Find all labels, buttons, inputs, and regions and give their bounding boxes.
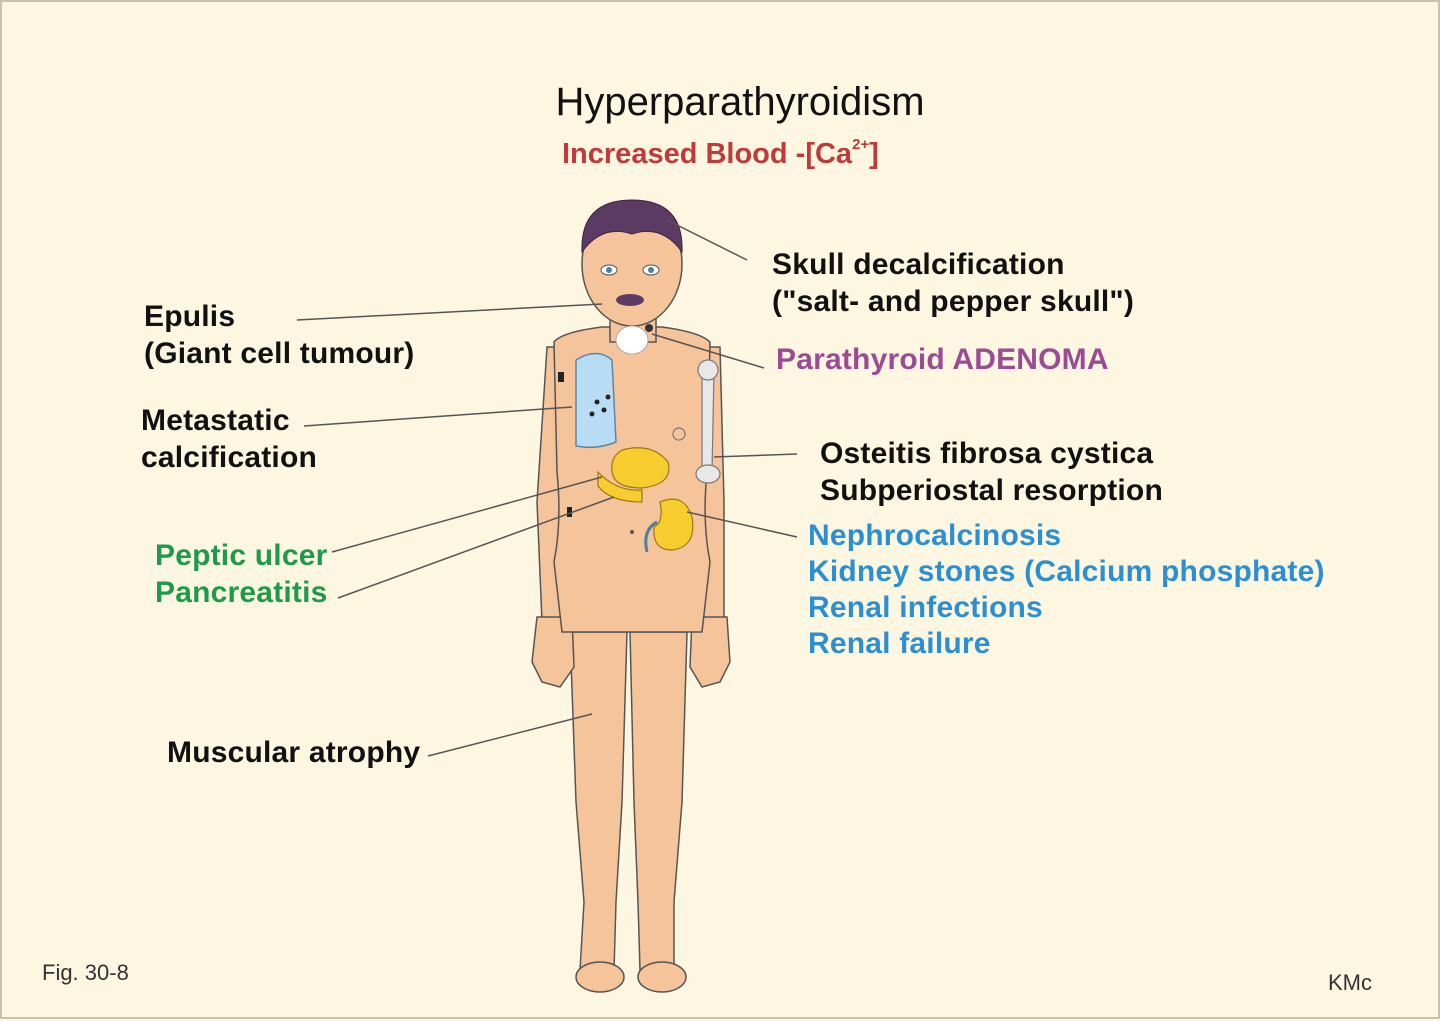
author-credit: KMc bbox=[1328, 970, 1372, 995]
mouth bbox=[616, 294, 644, 306]
hair bbox=[581, 199, 683, 254]
stomach bbox=[611, 447, 670, 489]
leader-lines bbox=[296, 219, 798, 757]
label-bone: Osteitis fibrosa cystica Subperiostal re… bbox=[820, 437, 1163, 507]
right-hand bbox=[689, 616, 731, 688]
right-leg bbox=[629, 631, 688, 971]
left-leg bbox=[569, 631, 628, 971]
label-parathyroid-adenoma: Parathyroid ADENOMA bbox=[776, 343, 1109, 376]
kidney bbox=[653, 498, 694, 551]
adenoma-dot bbox=[645, 324, 653, 332]
label-metastatic-calcification: Metastatic calcification bbox=[141, 404, 317, 474]
label-gi: Peptic ulcer Pancreatitis bbox=[155, 539, 328, 609]
humerus bbox=[701, 371, 715, 473]
right-foot bbox=[637, 961, 687, 993]
diagram-subtitle: Increased Blood -[Ca2+] bbox=[562, 136, 879, 170]
thyroid bbox=[615, 325, 649, 355]
figure-number: Fig. 30-8 bbox=[42, 960, 129, 985]
label-renal: Nephrocalcinosis Kidney stones (Calcium … bbox=[808, 519, 1325, 660]
label-skull: Skull decalcification ("salt- and pepper… bbox=[772, 248, 1135, 318]
left-foot bbox=[575, 961, 625, 993]
label-epulis: Epulis (Giant cell tumour) bbox=[144, 300, 415, 370]
label-muscular-atrophy: Muscular atrophy bbox=[167, 736, 421, 769]
diagram-title: Hyperparathyroidism bbox=[555, 80, 925, 124]
pancreas bbox=[597, 470, 643, 503]
